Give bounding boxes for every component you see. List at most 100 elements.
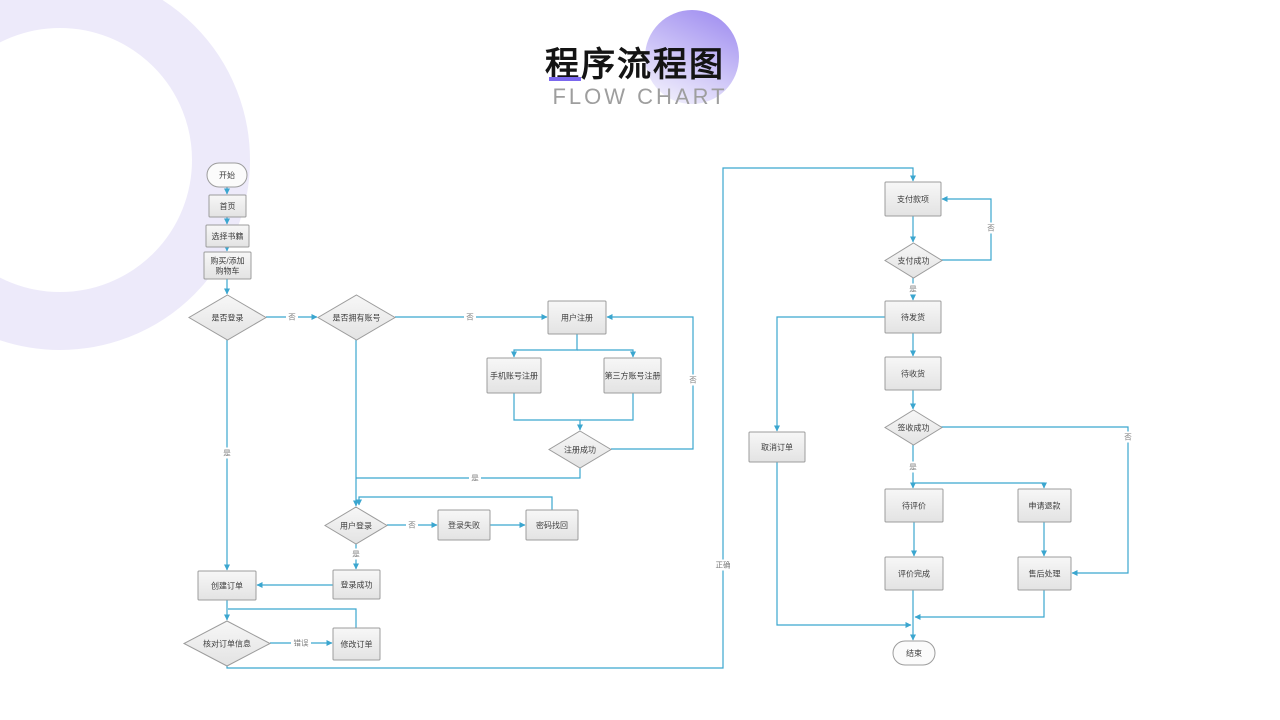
node-await-review (884, 488, 944, 523)
edge-label-bg (469, 472, 481, 484)
node-buy-add-cart (203, 251, 252, 280)
flow-edge (226, 167, 916, 669)
node-label-select-book: 选择书籍 (212, 231, 244, 241)
edge-label: 否 (1124, 433, 1132, 442)
node-is-logged-in (188, 294, 267, 341)
node-label-buy-add-cart: 购买/添加购物车 (210, 256, 244, 276)
edge-label: 是 (471, 474, 479, 483)
node-label-create-order: 创建订单 (211, 581, 243, 591)
node-label-start: 开始 (219, 170, 235, 180)
node-label-phone-register: 手机账号注册 (490, 371, 538, 381)
edge-label: 是 (352, 550, 360, 559)
node-has-account (317, 294, 396, 341)
node-label-end: 结束 (906, 648, 922, 658)
flow-edge (577, 349, 636, 358)
edge-label: 是 (909, 463, 917, 472)
node-label-is-logged-in: 是否登录 (212, 313, 244, 323)
edge-label-bg (286, 311, 298, 323)
node-verify-order-info (182, 620, 272, 667)
title-accent-circle (645, 10, 739, 104)
edge-label-bg (350, 548, 362, 560)
node-select-book (205, 224, 250, 248)
node-review-done (884, 556, 944, 591)
edge-label-bg (687, 374, 699, 386)
edge-label: 正确 (716, 560, 731, 570)
flow-edge (914, 590, 1045, 620)
node-modify-order (332, 627, 381, 661)
edge-label: 否 (689, 376, 697, 385)
node-pay-success (884, 242, 943, 279)
node-await-shipment (884, 300, 942, 334)
node-login-fail (437, 509, 491, 541)
node-label-password-recover: 密码找回 (536, 520, 568, 530)
edge-label-bg (291, 637, 311, 649)
edge-label: 否 (408, 521, 416, 530)
flow-edge (513, 393, 583, 431)
edge-label: 是 (909, 285, 917, 294)
node-label-register-success: 注册成功 (564, 445, 596, 455)
edge-label-bg (713, 559, 733, 571)
node-label-pay-success: 支付成功 (898, 256, 930, 266)
node-phone-register (486, 357, 542, 394)
node-label-verify-order-info: 核对订单信息 (203, 639, 251, 649)
edge-label: 否 (466, 313, 474, 322)
node-label-sign-success: 签收成功 (898, 423, 930, 433)
edge-label: 是 (223, 449, 231, 458)
edge-label-bg (907, 461, 919, 473)
node-label-aftersales: 售后处理 (1029, 569, 1061, 579)
flow-edge (776, 462, 912, 628)
flow-edge (941, 196, 992, 261)
edge-label-bg (1122, 431, 1134, 443)
edge-label-bg (907, 283, 919, 295)
node-label-await-receipt: 待收货 (901, 369, 925, 379)
edge-label-bg (221, 447, 233, 459)
node-await-receipt (884, 356, 942, 391)
page-header: 程序流程图 FLOW CHART (0, 0, 1280, 130)
node-pay-amount (884, 181, 942, 217)
node-label-home: 首页 (220, 201, 236, 211)
node-create-order (197, 570, 257, 601)
node-label-user-register: 用户注册 (561, 313, 593, 323)
edge-label: 错误 (294, 638, 309, 648)
flow-edge (356, 496, 553, 510)
node-home (208, 194, 247, 218)
node-label-pay-amount: 支付款项 (897, 194, 929, 204)
node-start (206, 162, 248, 188)
flow-edge (580, 393, 634, 421)
edge-label: 否 (987, 224, 995, 233)
node-user-login (324, 506, 388, 545)
node-cancel-order (748, 431, 806, 463)
node-label-login-fail: 登录失败 (448, 520, 480, 530)
node-label-review-done: 评价完成 (898, 569, 930, 579)
edge-label: 否 (288, 313, 296, 322)
flow-edge (941, 426, 1129, 576)
node-label-modify-order: 修改订单 (341, 639, 373, 649)
node-end (892, 640, 936, 666)
edge-label-bg (406, 519, 418, 531)
node-label-user-login: 用户登录 (340, 521, 372, 531)
node-label-await-shipment: 待发货 (901, 312, 925, 322)
node-sign-success (884, 409, 943, 446)
node-login-success (332, 569, 381, 600)
title-underline (549, 77, 581, 81)
edge-label-bg (464, 311, 476, 323)
page-subtitle: FLOW CHART (552, 84, 728, 109)
node-password-recover (525, 509, 579, 541)
node-label-has-account: 是否拥有账号 (333, 313, 381, 323)
node-thirdparty-register (603, 357, 662, 394)
node-label-await-review: 待评价 (902, 501, 926, 511)
flow-edge (356, 468, 581, 479)
node-label-cancel-order: 取消订单 (761, 442, 793, 452)
flow-edge (511, 334, 578, 358)
node-label-thirdparty-register: 第三方账号注册 (605, 371, 661, 381)
node-aftersales (1017, 556, 1072, 591)
node-label-login-success: 登录成功 (341, 580, 373, 590)
edge-label-bg (985, 222, 997, 234)
node-user-register (547, 300, 607, 335)
flow-edge (228, 608, 357, 628)
node-request-refund (1017, 488, 1072, 523)
node-register-success (548, 430, 612, 469)
node-label-request-refund: 申请退款 (1029, 501, 1061, 511)
flow-edge (913, 482, 1047, 489)
